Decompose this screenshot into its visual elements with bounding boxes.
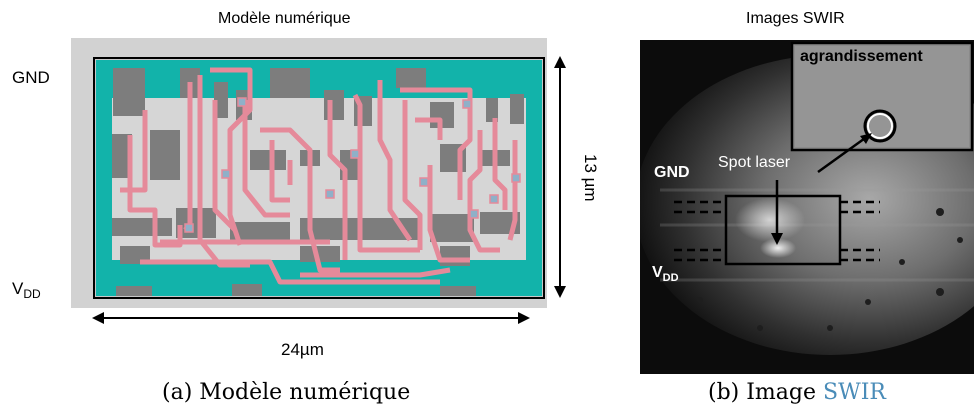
left-panel-title: Modèle numérique [218,10,351,27]
right-panel-title: Images SWIR [746,10,845,27]
inset-label: agrandissement [800,48,923,65]
diffusion-right [526,98,542,260]
width-arrow-right [518,312,530,324]
contacts [184,97,521,233]
height-arrow-bottom [554,286,566,298]
right-vdd-main: V [652,264,663,281]
swir-bright-zone [735,198,805,242]
inset-arrow-head [860,133,872,144]
right-vdd-label: VDD [652,264,679,284]
height-arrow-top [554,56,566,68]
left-vdd-sub: DD [23,287,41,301]
right-caption: (b) Image SWIR [708,380,886,405]
left-vdd-main: V [12,279,24,298]
width-arrow-left [92,312,104,324]
poly-blocks-bottom [116,284,476,296]
left-gnd-label: GND [12,68,50,87]
swir-dots [697,208,963,331]
diffusion-left [96,98,112,260]
right-vdd-sub: DD [662,272,679,284]
right-gnd-label: GND [654,164,690,181]
swir-link[interactable]: SWIR [823,380,886,405]
gnd-rail [96,60,542,98]
inset-arrow-line [817,134,869,174]
left-vdd-label: VDD [12,279,41,301]
inset-spot-circle [863,109,897,143]
width-dimension-label: 24µm [281,340,324,359]
spot-laser-label: Spot laser [718,154,791,171]
laser-spot [760,238,796,258]
swir-bands [660,188,974,282]
rail-dashes [674,200,880,262]
swir-image [640,40,974,374]
zoom-rectangle [724,194,842,266]
spot-arrow-head [771,233,783,245]
left-caption: (a) Modèle numérique [162,380,411,405]
right-caption-prefix: (b) Image [708,380,824,405]
height-dimension-label: 13 µm [581,154,600,202]
metal-routes [120,67,518,285]
digital-layout-diagram [71,38,566,324]
